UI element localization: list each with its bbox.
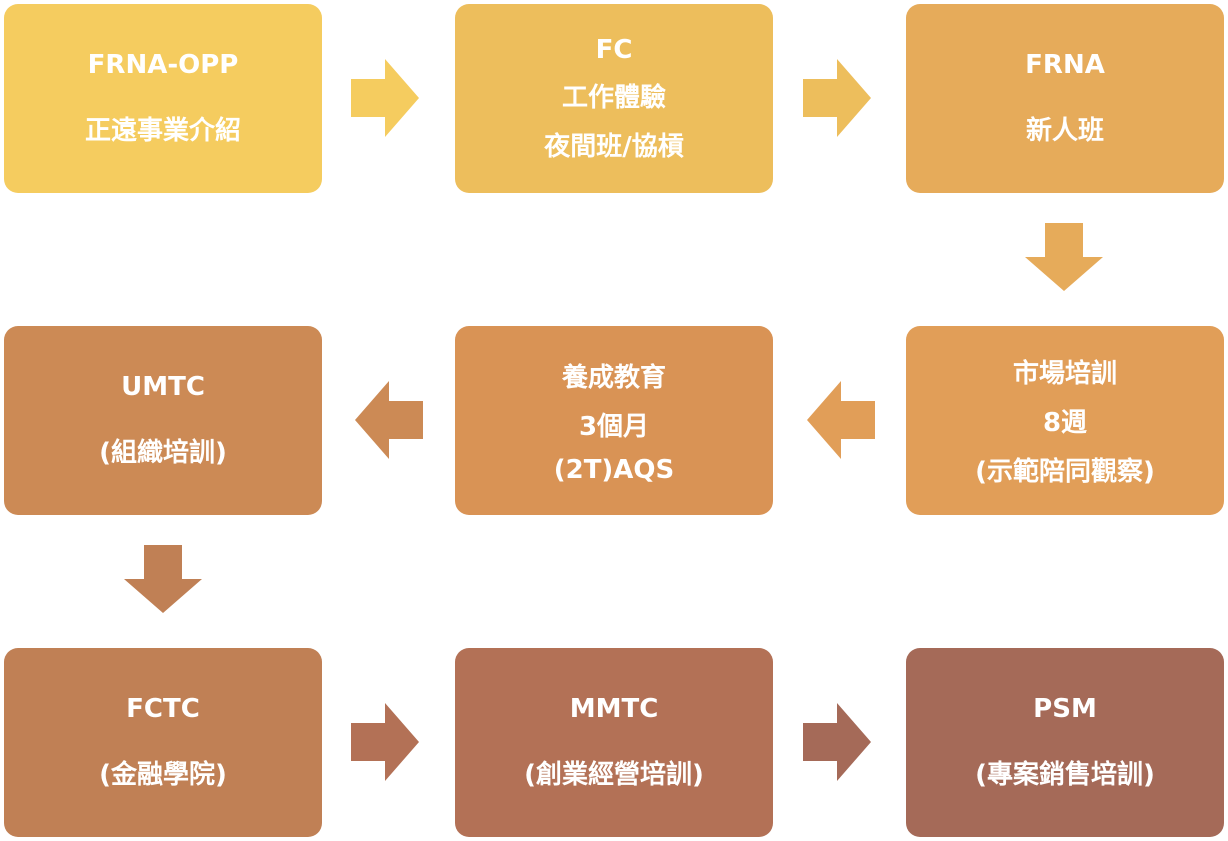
step-fctc-subtitle: (金融學院)	[99, 760, 227, 790]
step-mmtc: MMTC (創業經營培訓)	[455, 648, 773, 837]
step-frna-title: FRNA	[1025, 50, 1105, 80]
step-cultivation-line-3: (2T)AQS	[553, 454, 675, 485]
step-fc-line-3: 夜間班/協槓	[544, 131, 684, 162]
step-market-training: 市場培訓 8週 (示範陪同觀察)	[906, 326, 1224, 515]
step-frna-opp-subtitle: 正遠事業介紹	[84, 116, 241, 146]
step-psm-title: PSM	[1033, 694, 1097, 724]
step-market-training-title: 市場培訓	[1012, 359, 1117, 389]
step-market-training-line-2: 8週	[1042, 408, 1088, 438]
step-psm: PSM (專案銷售培訓)	[906, 648, 1224, 837]
step-fc-title: FC	[595, 34, 633, 65]
step-fctc: FCTC (金融學院)	[4, 648, 322, 837]
arrow-right-icon	[803, 703, 871, 781]
step-fc: FC 工作體驗 夜間班/協槓	[455, 4, 773, 193]
step-mmtc-title: MMTC	[569, 694, 659, 724]
arrow-left-icon	[355, 381, 423, 459]
arrow-right-icon	[351, 703, 419, 781]
step-psm-subtitle: (專案銷售培訓)	[975, 760, 1155, 790]
arrow-down-icon	[1025, 223, 1103, 291]
step-cultivation-title: 養成教育	[561, 362, 666, 393]
step-frna: FRNA 新人班	[906, 4, 1224, 193]
step-umtc: UMTC (組織培訓)	[4, 326, 322, 515]
step-frna-opp: FRNA-OPP 正遠事業介紹	[4, 4, 322, 193]
step-frna-opp-title: FRNA-OPP	[87, 50, 239, 80]
arrow-right-icon	[351, 59, 419, 137]
step-cultivation: 養成教育 3個月 (2T)AQS	[455, 326, 773, 515]
step-fc-line-2: 工作體驗	[561, 82, 666, 113]
step-umtc-title: UMTC	[121, 372, 205, 402]
step-fctc-title: FCTC	[126, 694, 200, 724]
arrow-down-icon	[124, 545, 202, 613]
step-cultivation-line-2: 3個月	[578, 411, 650, 442]
step-umtc-subtitle: (組織培訓)	[99, 438, 227, 468]
step-mmtc-subtitle: (創業經營培訓)	[524, 760, 704, 790]
arrow-left-icon	[807, 381, 875, 459]
arrow-right-icon	[803, 59, 871, 137]
step-frna-subtitle: 新人班	[1025, 116, 1104, 146]
step-market-training-line-3: (示範陪同觀察)	[975, 457, 1155, 487]
